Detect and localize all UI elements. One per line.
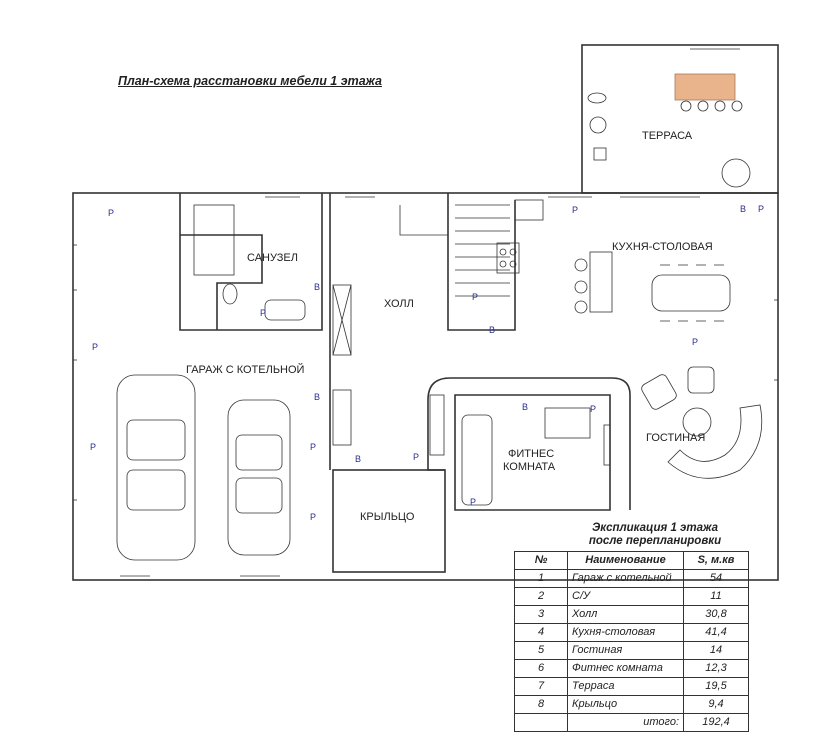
stair-wall <box>447 193 516 331</box>
row-num: 1 <box>514 569 568 588</box>
row-name: Крыльцо <box>567 695 684 714</box>
row-num: 3 <box>514 605 568 624</box>
row-num: 4 <box>514 623 568 642</box>
row-area: 19,5 <box>683 677 749 696</box>
explication-table: № Наименование S, м.кв 1 Гараж с котельн… <box>514 551 749 732</box>
row-area: 14 <box>683 641 749 660</box>
row-num: 7 <box>514 677 568 696</box>
total-area: 192,4 <box>683 713 749 732</box>
row-num: 2 <box>514 587 568 606</box>
row-name: Фитнес комната <box>567 659 684 678</box>
row-area: 9,4 <box>683 695 749 714</box>
explication-caption-2: после перепланировки <box>588 535 722 547</box>
fitness-wall <box>427 394 611 511</box>
dining-table <box>651 274 731 312</box>
car-2 <box>227 399 291 556</box>
row-name: Кухня-столовая <box>567 623 684 642</box>
room-label-bathroom: САНУЗЕЛ <box>247 252 298 264</box>
table-row: 3 Холл 30,8 <box>514 605 749 624</box>
table-header-row: № Наименование S, м.кв <box>514 551 749 570</box>
car-1 <box>116 374 196 561</box>
row-area: 11 <box>683 587 749 606</box>
table-row: 6 Фитнес комната 12,3 <box>514 659 749 678</box>
table-row: 8 Крыльцо 9,4 <box>514 695 749 714</box>
plan-title: План-схема расстановки мебели 1 этажа <box>118 74 382 88</box>
row-num: 6 <box>514 659 568 678</box>
explication-caption-1: Экспликация 1 этажа <box>591 522 719 534</box>
terrace-wall <box>581 44 779 194</box>
bathroom-wall <box>180 234 263 330</box>
table-row: 7 Терраса 19,5 <box>514 677 749 696</box>
row-num: 8 <box>514 695 568 714</box>
header-num: № <box>514 551 568 570</box>
table-row: 4 Кухня-столовая 41,4 <box>514 623 749 642</box>
row-area: 30,8 <box>683 605 749 624</box>
table-row: 5 Гостиная 14 <box>514 641 749 660</box>
row-area: 54 <box>683 569 749 588</box>
row-area: 12,3 <box>683 659 749 678</box>
sofa <box>667 404 763 479</box>
row-name: Гостиная <box>567 641 684 660</box>
room-label-porch: КРЫЛЬЦО <box>360 511 415 523</box>
row-name: Гараж с котельной <box>567 569 684 588</box>
row-name: Терраса <box>567 677 684 696</box>
room-label-living: ГОСТИНАЯ <box>646 432 706 444</box>
header-name: Наименование <box>567 551 684 570</box>
room-label-terrace: ТЕРРАСА <box>642 130 693 142</box>
row-area: 41,4 <box>683 623 749 642</box>
garage-partition <box>179 193 323 331</box>
room-label-fitness-2: КОМНАТА <box>503 461 556 473</box>
room-label-fitness-1: ФИТНЕС <box>508 448 555 460</box>
table-row: 1 Гараж с котельной 54 <box>514 569 749 588</box>
total-spacer <box>514 713 568 732</box>
table-row: 2 С/У 11 <box>514 587 749 606</box>
row-name: Холл <box>567 605 684 624</box>
room-label-hall: ХОЛЛ <box>384 298 414 310</box>
living-wall <box>427 377 631 510</box>
room-label-garage: ГАРАЖ С КОТЕЛЬНОЙ <box>186 364 305 376</box>
header-area: S, м.кв <box>683 551 749 570</box>
outer-wall <box>72 192 779 581</box>
total-label: итого: <box>567 713 684 732</box>
row-num: 5 <box>514 641 568 660</box>
row-name: С/У <box>567 587 684 606</box>
room-label-kitchen: КУХНЯ-СТОЛОВАЯ <box>612 241 713 253</box>
total-row: итого: 192,4 <box>514 713 749 732</box>
